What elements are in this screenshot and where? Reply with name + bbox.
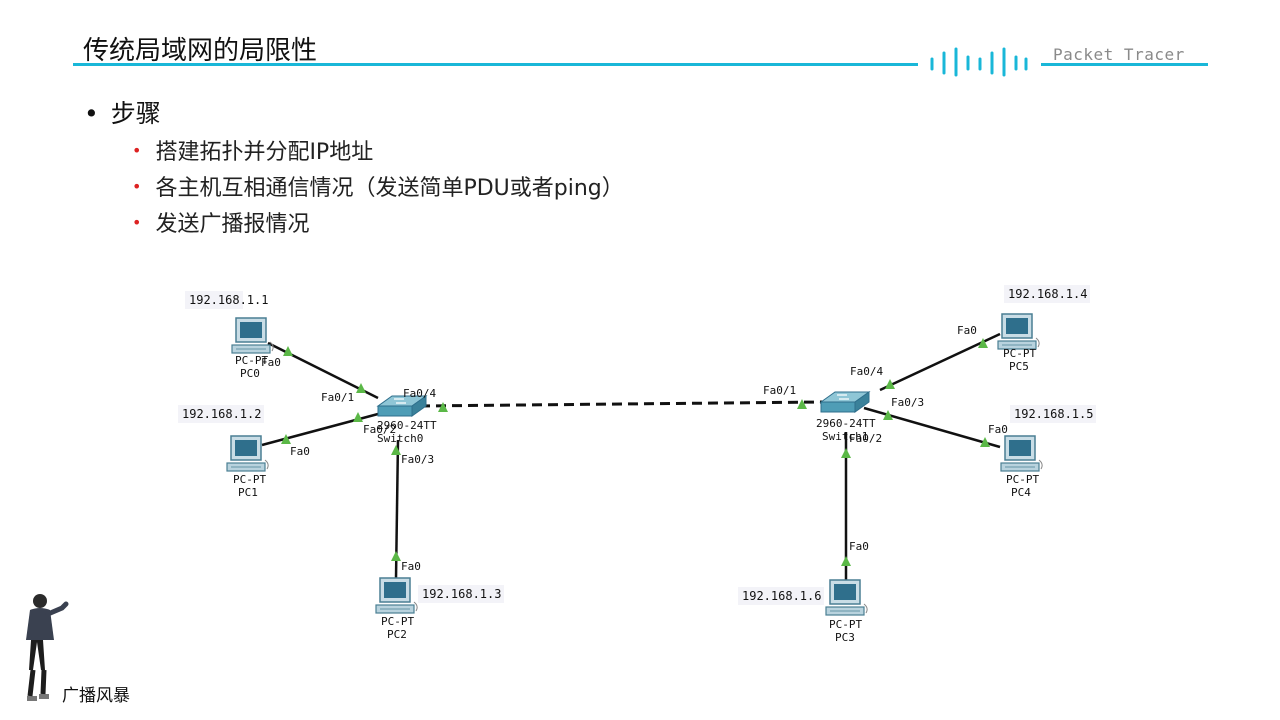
pc-icon	[1000, 435, 1043, 472]
pc-name: PC2	[387, 628, 407, 641]
pc-icon	[997, 313, 1040, 350]
port-label: Fa0/4	[850, 365, 883, 378]
caption: 广播风暴	[62, 686, 130, 706]
pc-model: PC-PT	[233, 473, 266, 486]
port-label: Fa0	[988, 423, 1008, 436]
pc5[interactable]: 192.168.1.4 PC-PT PC5	[997, 285, 1090, 373]
pc-model: PC-PT	[1003, 347, 1036, 360]
sub-bullet-text: 各主机互相通信情况（发送简单PDU或者ping）	[155, 176, 624, 201]
link-up-icon	[841, 556, 851, 566]
pc0[interactable]: 192.168.1.1 PC-PT PC0	[185, 291, 274, 380]
port-label: Fa0/1	[321, 391, 354, 404]
pc-ip: 192.168.1.6	[742, 589, 821, 603]
sub-bullet-text: 搭建拓扑并分配IP地址	[155, 140, 374, 165]
pc-model: PC-PT	[829, 618, 862, 631]
presenter-figure-icon	[26, 594, 69, 701]
switch-name: Switch0	[377, 432, 423, 445]
main-bullet-text: 步骤	[110, 99, 161, 128]
bullet-dot-icon: •	[132, 177, 142, 196]
ip-label-bg	[418, 585, 504, 603]
brand-label: Packet Tracer	[1053, 45, 1185, 64]
pc-icon	[825, 579, 868, 616]
ip-label-bg	[1010, 405, 1096, 423]
link-up-icon	[391, 445, 401, 455]
pc-model: PC-PT	[1006, 473, 1039, 486]
bullet-dot-icon: •	[84, 99, 99, 128]
bullet-dot-icon: •	[132, 141, 142, 160]
port-label: Fa0	[401, 560, 421, 573]
pc-name: PC0	[240, 367, 260, 380]
ip-label-bg	[185, 291, 243, 309]
switch-name: Switch1	[822, 430, 868, 443]
port-label: Fa0	[290, 445, 310, 458]
port-label: Fa0	[261, 356, 281, 369]
switch-model: 2960-24TT	[816, 417, 876, 430]
port-label: Fa0/2	[363, 423, 396, 436]
brand-underline	[1041, 63, 1208, 66]
switch-model: 2960-24TT	[377, 419, 437, 432]
link-pc5-switch1	[879, 332, 1001, 392]
pc-icon	[226, 435, 269, 472]
link-up-icon	[353, 412, 363, 422]
cisco-logo-icon	[928, 45, 1028, 83]
pc-ip: 192.168.1.4	[1008, 287, 1087, 301]
port-label: Fa0/2	[849, 432, 882, 445]
title-underline	[73, 63, 918, 66]
pc-name: PC3	[835, 631, 855, 644]
main-bullet: • 步骤	[84, 94, 161, 130]
link-pc4-switch1	[863, 406, 1001, 449]
link-up-icon	[797, 399, 807, 409]
port-label: Fa0	[849, 540, 869, 553]
pc-icon	[375, 577, 418, 614]
port-label: Fa0/4	[403, 387, 436, 400]
port-label: Fa0/3	[891, 396, 924, 409]
sub-bullet-text: 发送广播报情况	[155, 212, 310, 237]
pc-ip: 192.168.1.2	[182, 407, 261, 421]
port-label: Fa0	[957, 324, 977, 337]
port-labels: Fa0 Fa0/1 Fa0/4 Fa0 Fa0/2 Fa0/3 Fa0 Fa0/…	[261, 324, 1008, 573]
sub-bullet: • 搭建拓扑并分配IP地址	[132, 134, 373, 166]
pc-icon	[231, 317, 274, 354]
pc3[interactable]: 192.168.1.6 PC-PT PC3	[738, 579, 868, 644]
link-up-icon	[391, 551, 401, 561]
switch1[interactable]: 2960-24TT Switch1	[816, 391, 876, 443]
pc-name: PC5	[1009, 360, 1029, 373]
pc-model: PC-PT	[235, 354, 268, 367]
sub-bullet: • 各主机互相通信情况（发送简单PDU或者ping）	[132, 170, 624, 202]
pc1[interactable]: 192.168.1.2 PC-PT PC1	[178, 405, 269, 499]
pc-ip: 192.168.1.3	[422, 587, 501, 601]
switch-icon	[820, 391, 870, 413]
switch0[interactable]: 2960-24TT Switch0	[377, 395, 437, 445]
bullet-dot-icon: •	[132, 213, 142, 232]
pc2[interactable]: 192.168.1.3 PC-PT PC2	[375, 577, 504, 641]
pc-model: PC-PT	[381, 615, 414, 628]
trunk-link	[419, 400, 823, 408]
network-links	[261, 332, 1001, 580]
pc-ip: 192.168.1.1	[189, 293, 268, 307]
ip-label-bg	[1004, 285, 1090, 303]
pc-name: PC4	[1011, 486, 1031, 499]
ip-label-bg	[178, 405, 264, 423]
slide-title: 传统局域网的局限性	[83, 36, 318, 66]
pc-ip: 192.168.1.5	[1014, 407, 1093, 421]
link-status-indicators	[281, 338, 990, 566]
port-label: Fa0/3	[401, 453, 434, 466]
pc4[interactable]: 192.168.1.5 PC-PT PC4	[1000, 405, 1096, 499]
pc-name: PC1	[238, 486, 258, 499]
sub-bullet: • 发送广播报情况	[132, 206, 309, 238]
link-up-icon	[841, 448, 851, 458]
ip-label-bg	[738, 587, 824, 605]
port-label: Fa0/1	[763, 384, 796, 397]
